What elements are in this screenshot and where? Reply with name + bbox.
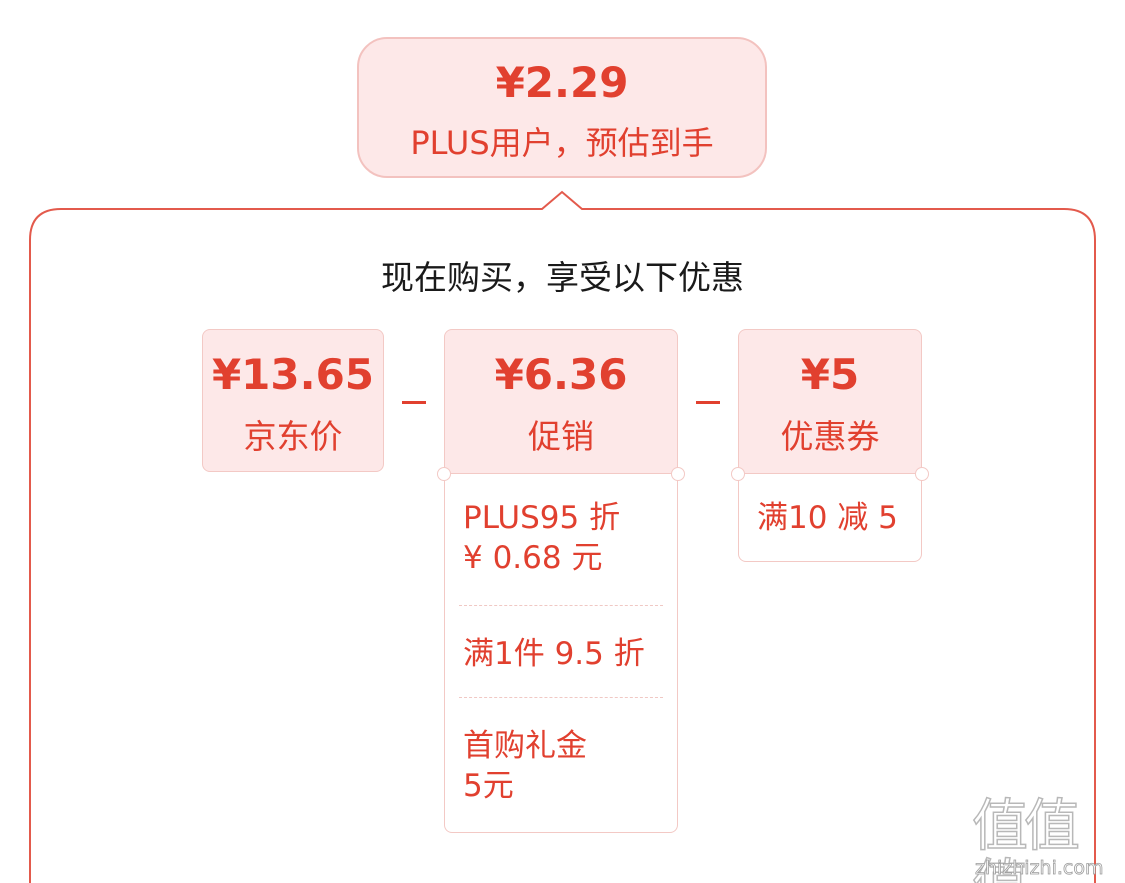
list-item: 满10 减 5 bbox=[757, 500, 898, 536]
promotion-amount: ¥6.36 bbox=[494, 350, 628, 399]
coupon-card: ¥5 优惠券 bbox=[738, 329, 922, 474]
list-item: 首购礼金 5元 bbox=[463, 728, 587, 804]
jd-price-card: ¥13.65 京东价 bbox=[202, 329, 384, 472]
ticket-notch bbox=[915, 467, 929, 481]
promotion-detail-list: PLUS95 折 ¥ 0.68 元 满1件 9.5 折 首购礼金 5元 bbox=[444, 474, 678, 833]
ticket-notch bbox=[671, 467, 685, 481]
coupon-label: 优惠券 bbox=[780, 417, 880, 456]
promotion-label: 促销 bbox=[528, 417, 594, 456]
jd-price-label: 京东价 bbox=[243, 417, 343, 456]
promotion-card: ¥6.36 促销 bbox=[444, 329, 678, 474]
page-title: 现在购买，享受以下优惠 bbox=[381, 258, 744, 297]
coupon-detail-list: 满10 减 5 bbox=[738, 474, 922, 562]
estimated-price: ¥2.29 bbox=[495, 58, 629, 107]
minus-sign bbox=[402, 401, 426, 404]
minus-sign bbox=[696, 401, 720, 404]
watermark-logo: 值值值 bbox=[971, 794, 1081, 883]
coupon-amount: ¥5 bbox=[800, 350, 860, 399]
watermark-url: zhizhizhi.com bbox=[975, 857, 1104, 880]
ticket-notch bbox=[731, 467, 745, 481]
ticket-notch bbox=[437, 467, 451, 481]
divider bbox=[459, 605, 663, 606]
list-item: 满1件 9.5 折 bbox=[463, 636, 645, 672]
jd-price-amount: ¥13.65 bbox=[211, 350, 375, 399]
divider bbox=[459, 697, 663, 698]
estimated-price-label: PLUS用户，预估到手 bbox=[410, 124, 714, 162]
list-item: PLUS95 折 ¥ 0.68 元 bbox=[463, 500, 621, 576]
estimated-price-bubble: ¥2.29 PLUS用户，预估到手 bbox=[357, 37, 767, 178]
